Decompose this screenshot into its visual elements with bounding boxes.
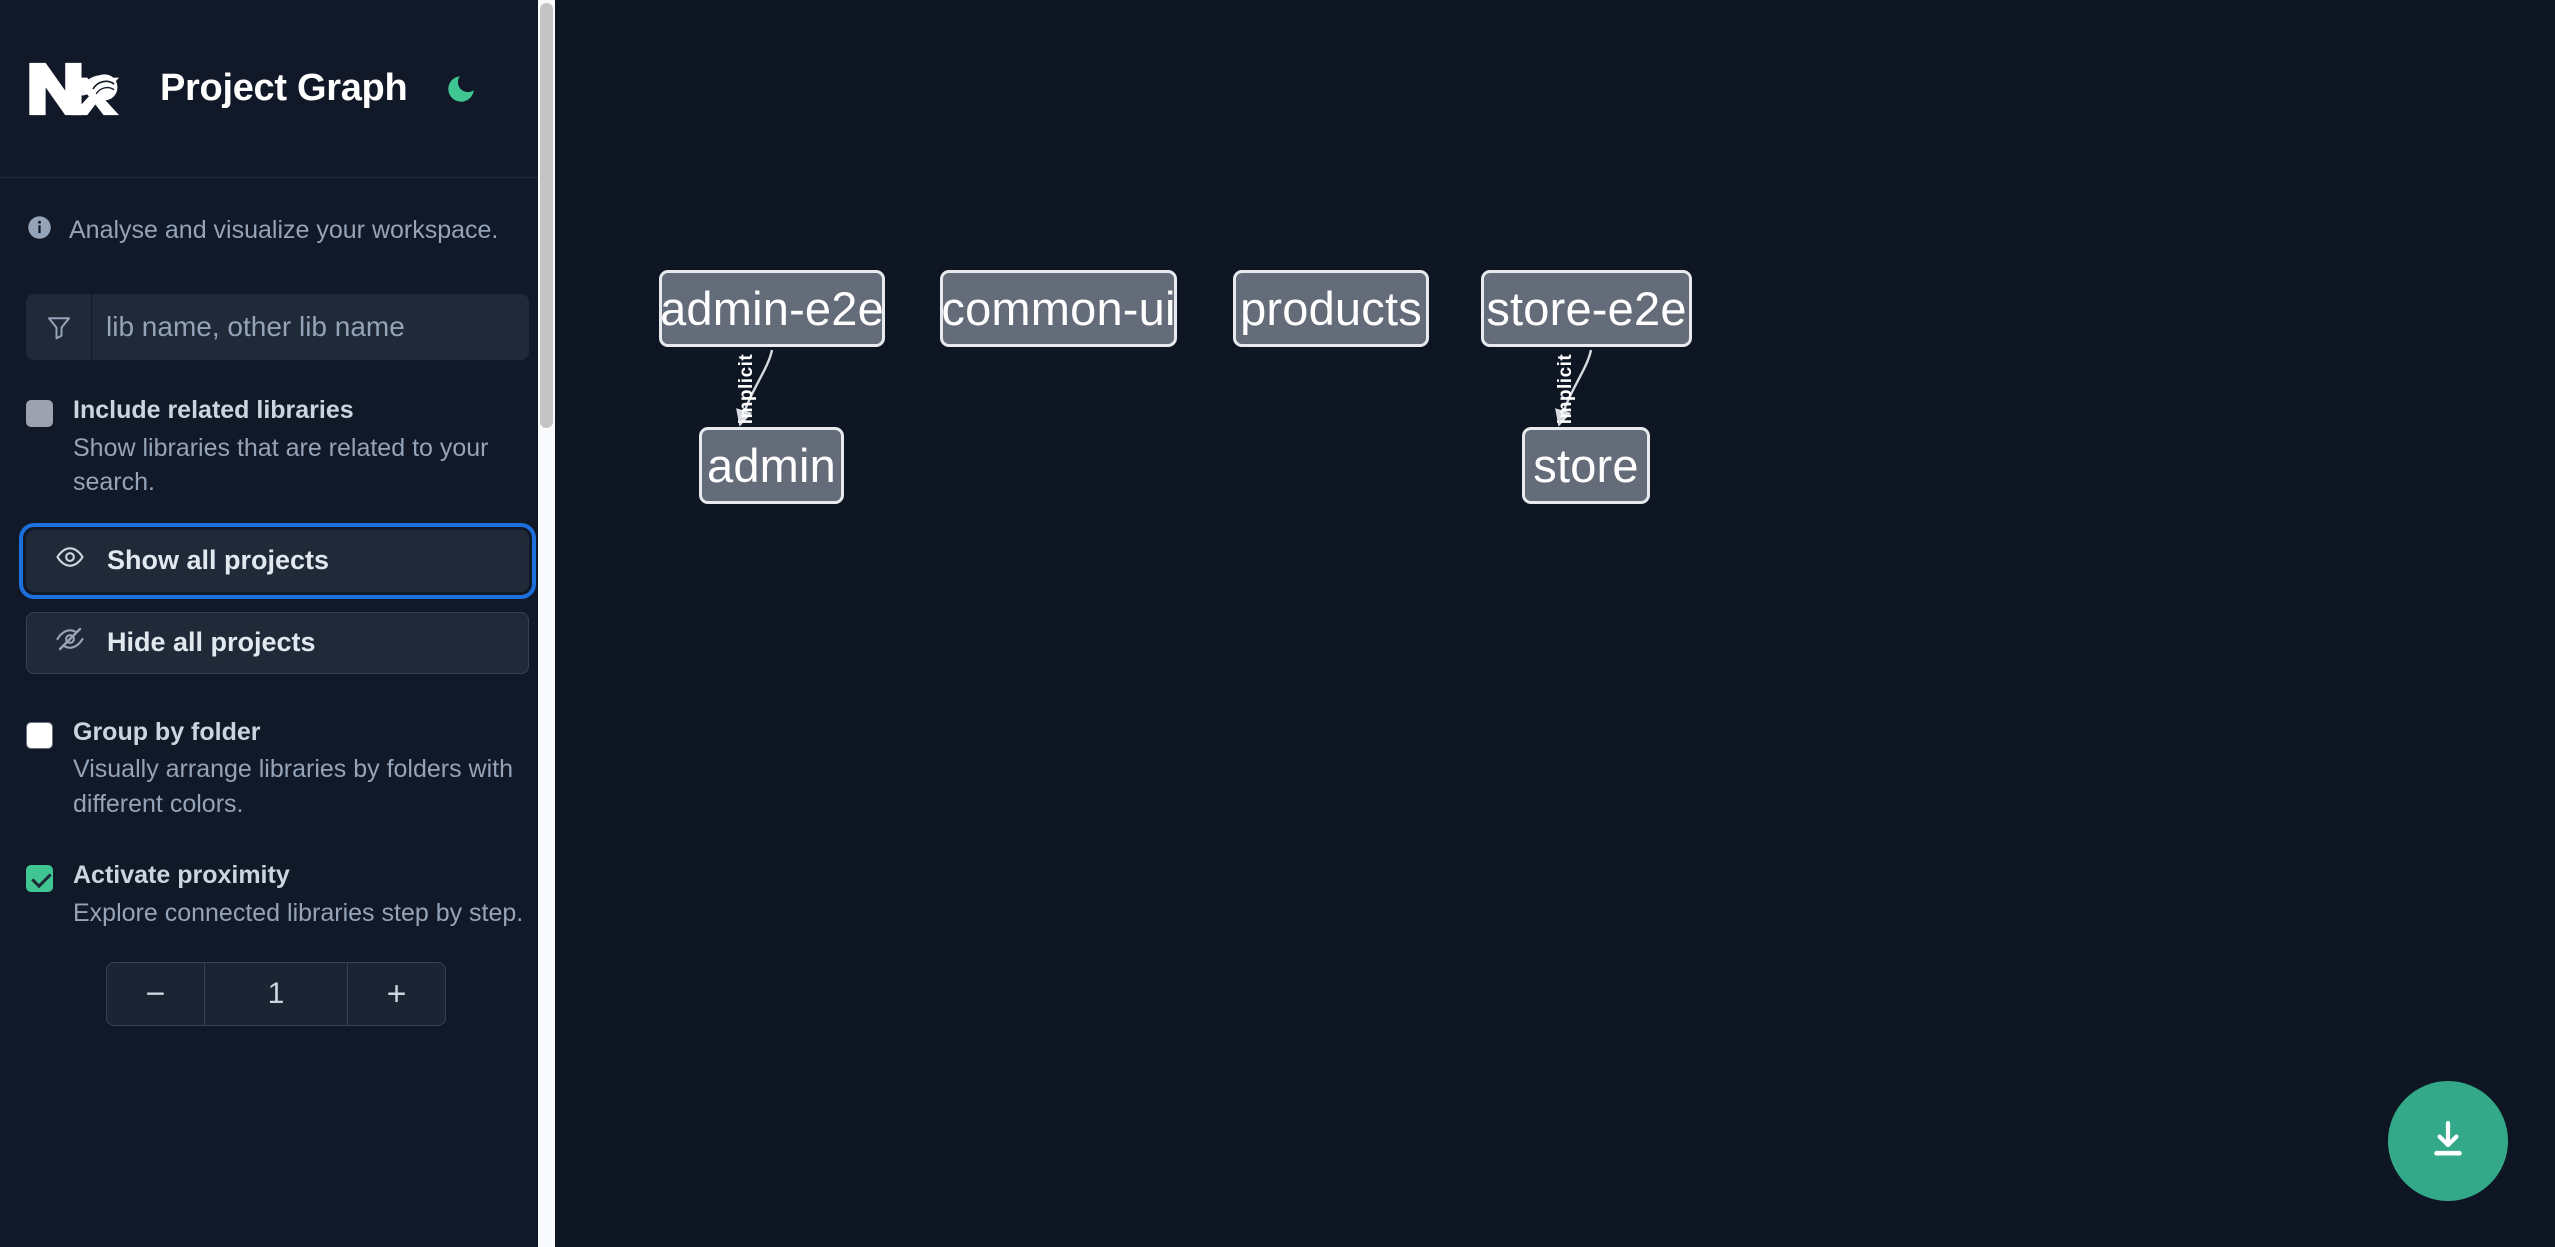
show-all-projects-label: Show all projects (107, 545, 330, 575)
show-all-projects-button[interactable]: Show all projects (19, 522, 536, 599)
info-circle-icon (26, 214, 53, 246)
download-icon (2424, 1116, 2472, 1167)
option-label: Group by folder (73, 717, 261, 746)
option-description: Show libraries that are related to your … (73, 433, 489, 497)
graph-canvas[interactable]: admin-e2e common-ui products store-e2e a… (555, 0, 2555, 1247)
option-include-related-libraries: Include related libraries Show libraries… (0, 360, 555, 500)
page-title: Project Graph (160, 67, 408, 109)
workspace-info: Analyse and visualize your workspace. (0, 178, 555, 246)
graph-node-admin[interactable]: admin (699, 427, 844, 504)
node-label: products (1240, 282, 1422, 335)
option-label: Include related libraries (73, 396, 354, 424)
filter-section (0, 246, 555, 360)
stepper-value: 1 (267, 977, 285, 1010)
filter-box[interactable] (26, 294, 529, 360)
moon-icon[interactable] (439, 67, 483, 111)
eye-icon (55, 542, 85, 579)
node-label: store-e2e (1486, 282, 1687, 335)
eye-off-icon (55, 624, 85, 661)
graph-edges (736, 349, 1593, 427)
edge-label-store-implicit: implicit (1555, 353, 1576, 425)
graph-node-store[interactable]: store (1522, 427, 1650, 504)
quantity-stepper: − 1 + (106, 962, 446, 1026)
checkbox-group-by-folder[interactable] (26, 721, 53, 749)
checkbox-include-related-libraries[interactable] (26, 400, 53, 427)
download-graph-button[interactable] (2388, 1081, 2508, 1201)
button-spacer (26, 592, 529, 612)
sidebar-scrollbar-thumb[interactable] (540, 3, 553, 428)
option-group-by-folder: Group by folder Visually arrange librari… (0, 674, 555, 822)
node-label: store (1533, 439, 1639, 492)
funnel-icon (26, 294, 92, 360)
sidebar-scrollbar[interactable] (538, 0, 555, 1247)
graph-node-products[interactable]: products (1233, 270, 1429, 347)
option-description: Explore connected libraries step by step… (73, 898, 524, 927)
node-label: admin-e2e (660, 282, 884, 335)
decrement-button[interactable]: − (107, 963, 205, 1025)
search-input[interactable] (92, 294, 529, 360)
option-activate-proximity: Activate proximity Explore connected lib… (0, 821, 555, 930)
graph-node-admin-e2e[interactable]: admin-e2e (659, 270, 885, 347)
visibility-buttons: Show all projects Hide all projects (0, 500, 555, 674)
option-label: Activate proximity (73, 861, 290, 889)
nx-logo-icon (26, 58, 124, 120)
increment-button[interactable]: + (347, 963, 445, 1025)
option-description: Visually arrange libraries by folders wi… (73, 755, 514, 818)
proximity-stepper-section: − 1 + (0, 930, 555, 1026)
hide-all-projects-label: Hide all projects (107, 627, 316, 657)
hide-all-projects-button[interactable]: Hide all projects (26, 611, 529, 674)
node-label: common-ui (941, 282, 1176, 335)
graph-node-common-ui[interactable]: common-ui (940, 270, 1177, 347)
graph-node-store-e2e[interactable]: store-e2e (1481, 270, 1692, 347)
sidebar: Project Graph Analyse and visualize your… (0, 0, 555, 1247)
sidebar-body: Analyse and visualize your workspace. (0, 178, 555, 1026)
workspace-info-text: Analyse and visualize your workspace. (69, 215, 499, 244)
edge-label-admin-implicit: implicit (736, 353, 757, 425)
node-label: admin (706, 439, 836, 492)
sidebar-header: Project Graph (0, 0, 555, 178)
checkbox-activate-proximity[interactable] (26, 865, 53, 892)
